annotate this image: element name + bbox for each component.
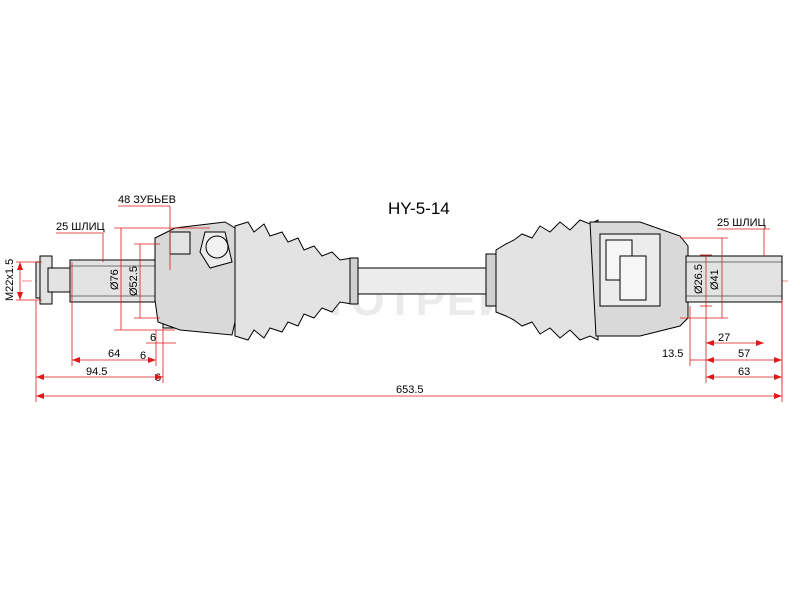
- right-tripod-joint: [589, 221, 783, 337]
- overall-length-label: 653.5: [396, 384, 424, 396]
- dimension-arrows: [17, 262, 782, 399]
- right-d26-label: Ø26.5: [693, 264, 705, 294]
- left-d76-label: Ø76: [109, 269, 121, 290]
- part-number-title: HY-5-14: [388, 199, 450, 218]
- dim-94-5-label: 94.5: [86, 366, 107, 378]
- left-cv-joint: [35, 221, 241, 336]
- right-spline-label: 25 ШЛИЦ: [717, 217, 766, 229]
- main-shaft: [357, 267, 487, 295]
- dim-13-5-label: 13.5: [662, 348, 683, 360]
- dim-27-label: 27: [718, 332, 730, 344]
- right-d41-label: Ø41: [709, 269, 721, 290]
- dim-57-label: 57: [738, 348, 750, 360]
- left-spline-label: 25 ШЛИЦ: [56, 221, 105, 233]
- dim-6a: 6: [150, 332, 156, 344]
- thread-label: M22x1.5: [4, 259, 16, 301]
- right-boot: [485, 219, 599, 341]
- teeth-label: 48 ЗУБЬЕВ: [118, 194, 176, 206]
- dim-63-label: 63: [738, 366, 750, 378]
- left-d52-label: Ø52.5: [128, 266, 140, 296]
- dim-6b: 6: [140, 350, 146, 362]
- dim-64-label: 64: [108, 348, 120, 360]
